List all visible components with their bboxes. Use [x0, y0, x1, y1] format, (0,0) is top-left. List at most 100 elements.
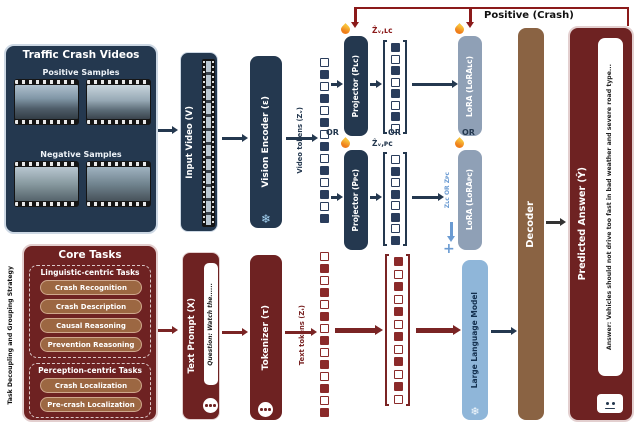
vision-encoder-label: Vision Encoder (ε)	[260, 96, 271, 188]
bracket-left	[385, 254, 389, 406]
film-frames	[206, 61, 211, 225]
token	[394, 332, 403, 341]
text-tokens-label: Text tokens (Zₜ)	[297, 305, 306, 366]
video-frame	[87, 85, 150, 119]
arrow-prompt-to-tokenizer	[222, 331, 242, 334]
token	[394, 394, 403, 404]
token	[391, 123, 400, 133]
token	[320, 82, 329, 91]
film-sprocket	[15, 202, 78, 206]
lora-lc-label: LoRA (LoRAʟᴄ)	[464, 55, 474, 117]
token	[320, 408, 329, 417]
tokenizer-box: Tokenizer (τ)	[250, 255, 282, 420]
or-mid-label: OR	[388, 128, 401, 137]
task-causal-reasoning: Causal Reasoning	[40, 318, 142, 333]
token	[394, 319, 403, 329]
token	[320, 142, 329, 151]
bracket-right	[406, 254, 410, 406]
token	[391, 201, 400, 210]
plus-sign: +	[443, 241, 455, 257]
film-sprocket	[15, 120, 78, 124]
positive-samples-label: Positive Samples	[42, 68, 120, 77]
film-sprocket	[87, 202, 150, 206]
arrow-llm-to-decoder	[491, 330, 511, 333]
input-video-label: Input Video (V)	[185, 105, 196, 179]
token	[391, 212, 400, 222]
token	[320, 70, 329, 79]
perception-tasks-group: Perception-centric Tasks Crash Localizat…	[29, 363, 151, 418]
film-strip	[202, 59, 215, 227]
film-sprocket	[15, 162, 78, 166]
video-thumbnail	[14, 79, 79, 125]
feedback-label: Positive (Crash)	[484, 10, 574, 21]
snowflake-icon: ❄	[260, 212, 272, 226]
speech-bubble-icon	[203, 398, 218, 413]
token	[320, 202, 329, 211]
arrow-bracket-to-llm	[416, 328, 453, 333]
tokenizer-label: Tokenizer (τ)	[260, 304, 271, 371]
arrow-encoder-to-tokens	[286, 137, 312, 140]
task-crash-localization: Crash Localization	[40, 378, 142, 393]
predicted-answer-panel: Predicted Answer (Ŷ) Answer: Vehicles sh…	[568, 26, 634, 422]
projector-lc-label: Projector (Pʟᴄ)	[350, 54, 360, 118]
lora-pc-box: LoRA (LoRAᴘᴄ)	[458, 150, 482, 250]
token	[391, 155, 400, 164]
film-sprocket	[87, 162, 150, 166]
token	[320, 154, 329, 163]
film-sprocket	[15, 80, 78, 84]
arrow-z-to-lora-top	[412, 83, 452, 86]
arrow-z-to-lora-bottom	[412, 196, 438, 199]
arrow-input-to-encoder	[222, 137, 242, 140]
token	[320, 178, 329, 187]
token	[391, 66, 400, 75]
token	[320, 300, 329, 309]
projected-token-column-top	[391, 43, 400, 133]
token	[394, 257, 403, 266]
token	[320, 384, 329, 393]
token	[391, 189, 400, 199]
lora-lc-box: LoRA (LoRAʟᴄ)	[458, 36, 482, 136]
arrow-tokens-to-projector-top	[331, 83, 337, 86]
token	[391, 54, 400, 64]
token	[320, 372, 329, 381]
video-tokens-label: Video tokens (Zᵥ)	[296, 106, 305, 174]
video-token-column	[320, 58, 329, 223]
token	[320, 252, 329, 261]
token	[320, 396, 329, 405]
token	[320, 348, 329, 357]
text-prompt-box: Text Prompt (X) Question: Watch the.....…	[182, 252, 220, 420]
token	[394, 269, 403, 279]
token	[391, 43, 400, 52]
token	[320, 118, 329, 127]
token	[394, 282, 403, 291]
film-sprocket	[87, 80, 150, 84]
task-crash-description: Crash Description	[40, 299, 142, 314]
token	[391, 235, 400, 245]
arrow-videos-to-input	[158, 129, 172, 132]
arrow-merge-down	[450, 222, 453, 236]
token	[320, 94, 329, 103]
token	[320, 312, 329, 321]
projector-pc-label: Projector (Pᴘᴄ)	[350, 168, 360, 232]
token	[320, 190, 329, 199]
token	[320, 166, 329, 175]
token	[320, 324, 329, 333]
bracket-right	[403, 152, 407, 246]
feedback-line	[356, 7, 629, 9]
traffic-crash-videos-panel: Traffic Crash Videos Positive Samples Ne…	[4, 44, 158, 234]
videos-panel-title: Traffic Crash Videos	[22, 49, 140, 61]
input-video-box: Input Video (V)	[180, 52, 218, 232]
token	[394, 307, 403, 316]
core-tasks-title: Core Tasks	[58, 249, 122, 261]
negative-samples-label: Negative Samples	[40, 150, 122, 159]
robot-icon	[597, 394, 623, 413]
z-top-label: Ẑᵥ,ʟᴄ	[372, 26, 393, 35]
arrow-tokens-to-projector-bottom	[331, 196, 337, 199]
core-tasks-panel: Core Tasks Linguistic-centric Tasks Cras…	[22, 244, 158, 422]
arrow-tasks-to-prompt	[158, 329, 172, 332]
question-preview-box: Question: Watch the......	[204, 263, 218, 385]
fire-icon	[453, 137, 466, 150]
token	[320, 264, 329, 273]
feedback-line-right	[627, 7, 629, 26]
or-lora-label: OR	[462, 128, 475, 137]
